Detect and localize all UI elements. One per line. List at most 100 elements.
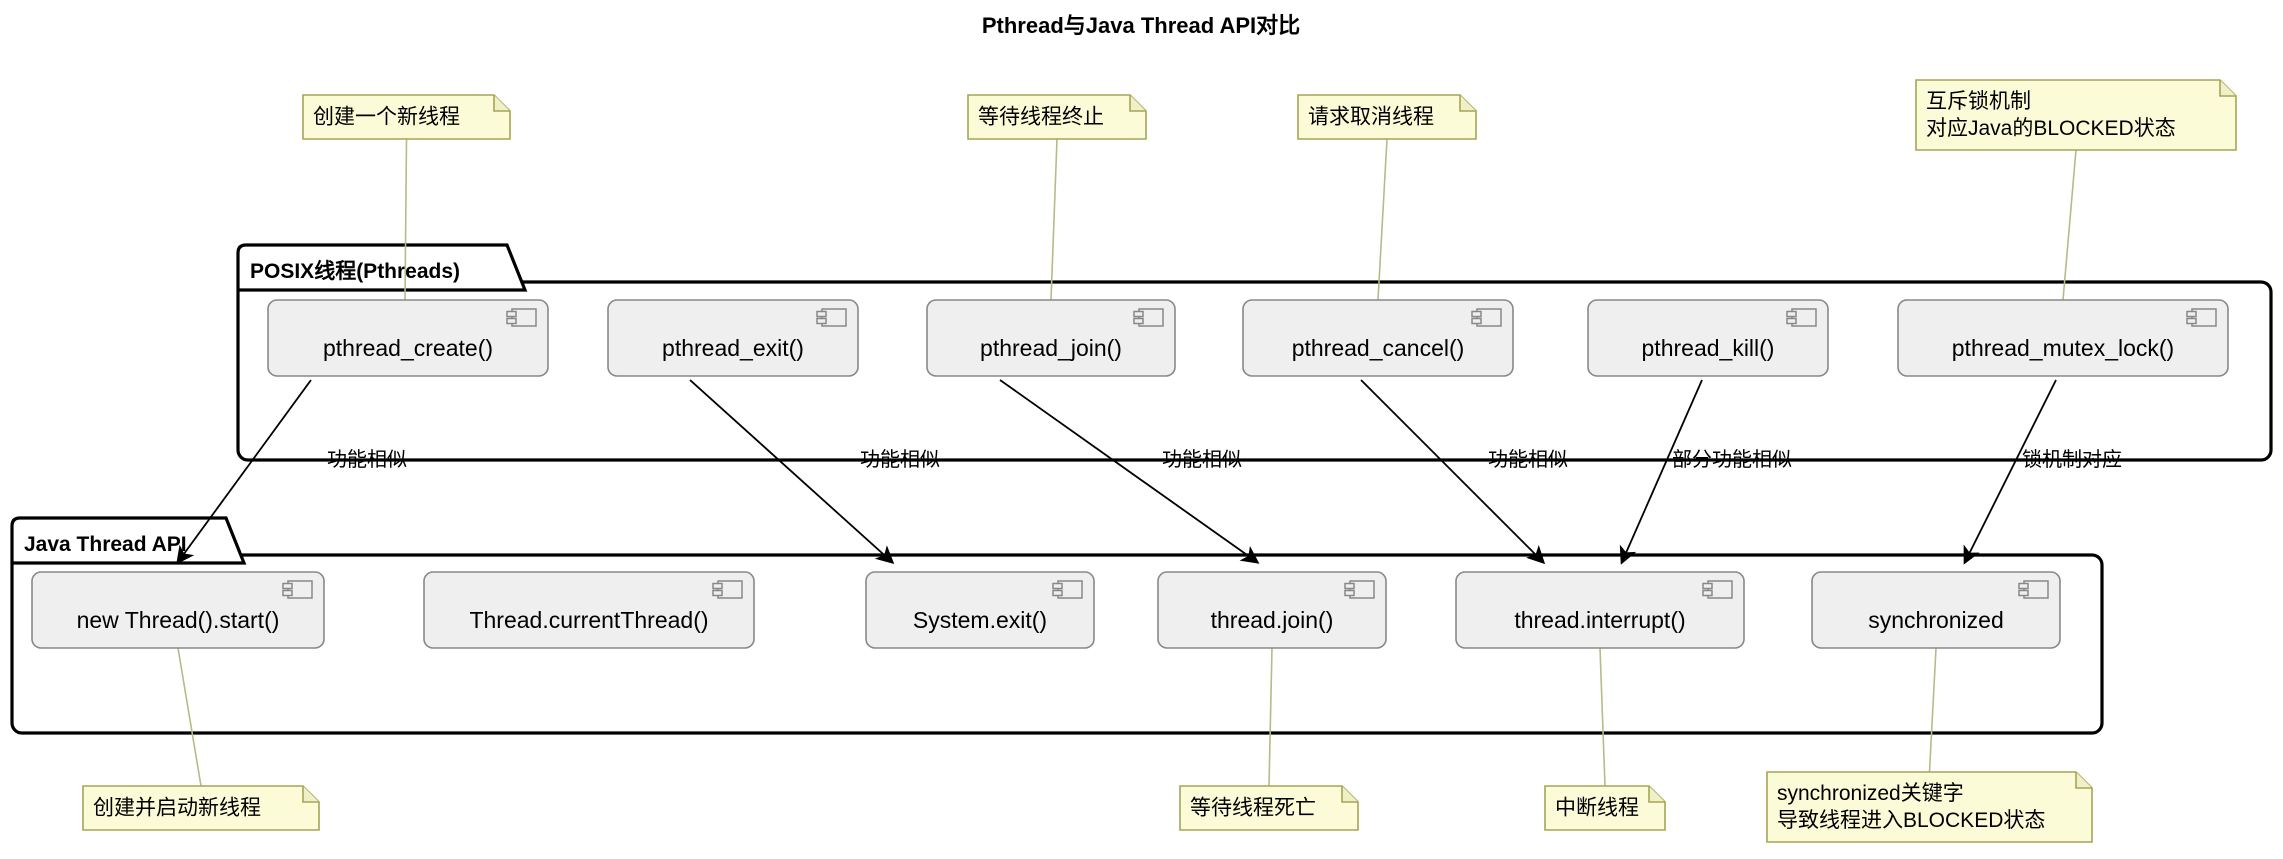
- component-icon: [1052, 580, 1083, 599]
- component-pthread_exit[interactable]: pthread_exit(): [607, 299, 859, 377]
- assoc-create-to-start: 功能相似: [176, 379, 407, 565]
- component-synchronized[interactable]: synchronized: [1811, 571, 2061, 649]
- note-wait-thread-terminate: 等待线程终止: [967, 94, 1147, 140]
- note-text-line: 等待线程死亡: [1190, 797, 1316, 820]
- component-icon: [2186, 308, 2217, 327]
- package-posix: POSIX线程(Pthreads): [236, 243, 2273, 462]
- page-title: Pthread与Java Thread API对比: [982, 13, 1300, 38]
- component-icon: [2018, 580, 2049, 599]
- note-text-line: 导致线程进入BLOCKED状态: [1777, 809, 2045, 832]
- package-body: [10, 553, 2104, 735]
- component-icon: [506, 308, 537, 327]
- note-text-line: 等待线程终止: [978, 106, 1104, 129]
- note-request-cancel-thread: 请求取消线程: [1297, 94, 1477, 140]
- association-label: 部分功能相似: [1672, 448, 1792, 471]
- note-connector-note-wait-thread-death: [1268, 647, 1273, 787]
- component-label: synchronized: [1868, 607, 2004, 633]
- component-thread_interrupt[interactable]: thread.interrupt(): [1455, 571, 1745, 649]
- package-body: [236, 280, 2273, 462]
- note-fold-corner: [1648, 786, 1665, 803]
- note-text-line: 请求取消线程: [1308, 106, 1434, 129]
- note-connector-note-synchronized-blocked: [1928, 647, 1937, 773]
- component-icon: [1133, 308, 1164, 327]
- component-label: pthread_kill(): [1642, 335, 1775, 361]
- component-label: pthread_exit(): [662, 335, 804, 361]
- component-system_exit[interactable]: System.exit(): [865, 571, 1095, 649]
- component-pthread_cancel[interactable]: pthread_cancel(): [1242, 299, 1514, 377]
- association-line: [1360, 379, 1546, 565]
- component-label: System.exit(): [913, 607, 1047, 633]
- note-fold-corner: [1459, 95, 1476, 112]
- note-connector-note-interrupt-thread: [1599, 647, 1606, 787]
- note-body: [1179, 785, 1359, 831]
- association-label: 功能相似: [860, 448, 940, 471]
- component-label: pthread_mutex_lock(): [1952, 335, 2174, 361]
- associations-group: 功能相似 功能相似 功能相似 功能相似 部分功能相似 锁机制对应: [176, 379, 2122, 565]
- package-label-java: Java Thread API: [24, 533, 187, 556]
- component-box[interactable]: [1157, 571, 1387, 649]
- note-fold-corner: [1341, 786, 1358, 803]
- association-label: 锁机制对应: [2022, 448, 2122, 471]
- note-body: [967, 94, 1147, 140]
- component-new_thread_start[interactable]: new Thread().start(): [31, 571, 325, 649]
- components-group: pthread_create() pthread_exit() pthread_jo…: [31, 299, 2229, 649]
- assoc-join-to-threadjoin: 功能相似: [999, 379, 1260, 564]
- component-box[interactable]: [607, 299, 859, 377]
- note-body: [1544, 785, 1666, 831]
- component-label: new Thread().start(): [77, 607, 280, 633]
- component-box[interactable]: [1811, 571, 2061, 649]
- component-thread_current[interactable]: Thread.currentThread(): [423, 571, 755, 649]
- note-create-start-thread: 创建并启动新线程: [82, 785, 320, 831]
- component-icon: [1344, 580, 1375, 599]
- note-text-line: 创建一个新线程: [313, 106, 460, 129]
- note-fold-corner: [493, 95, 510, 112]
- component-pthread_create[interactable]: pthread_create(): [267, 299, 549, 377]
- association-label: 功能相似: [1162, 448, 1242, 471]
- note-fold-corner: [2219, 80, 2236, 97]
- component-icon: [1702, 580, 1733, 599]
- component-pthread_mutex_lock[interactable]: pthread_mutex_lock(): [1897, 299, 2229, 377]
- component-label: pthread_create(): [323, 335, 493, 361]
- component-thread_join[interactable]: thread.join(): [1157, 571, 1387, 649]
- assoc-mutex-to-sync: 锁机制对应: [1963, 379, 2122, 565]
- component-box[interactable]: [1897, 299, 2229, 377]
- component-box[interactable]: [865, 571, 1095, 649]
- note-connector-note-create-start-thread: [177, 647, 202, 787]
- notes-group: 创建一个新线程 等待线程终止 请求取消线程 互斥锁机制对应Java的BLOCKED状态…: [82, 79, 2237, 843]
- assoc-exit-to-systemexit: 功能相似: [689, 379, 940, 565]
- note-text-line: 对应Java的BLOCKED状态: [1926, 117, 2176, 140]
- component-icon: [816, 308, 847, 327]
- note-body: [1915, 79, 2237, 151]
- note-connector-note-mutex-blocked: [2062, 149, 2077, 301]
- association-line: [999, 379, 1260, 564]
- note-fold-corner: [302, 786, 319, 803]
- note-connector-note-create-thread: [404, 138, 408, 301]
- note-wait-thread-death: 等待线程死亡: [1179, 785, 1359, 831]
- component-box[interactable]: [1587, 299, 1829, 377]
- note-body: [82, 785, 320, 831]
- component-box[interactable]: [267, 299, 549, 377]
- association-line: [176, 379, 312, 565]
- component-box[interactable]: [1242, 299, 1514, 377]
- note-links-group: [177, 138, 2077, 787]
- component-icon: [1471, 308, 1502, 327]
- component-label: thread.join(): [1211, 607, 1334, 633]
- note-fold-corner: [2075, 772, 2092, 789]
- component-box[interactable]: [423, 571, 755, 649]
- note-text-line: 创建并启动新线程: [93, 797, 261, 820]
- component-box[interactable]: [1455, 571, 1745, 649]
- package-tab: [236, 243, 528, 292]
- association-line: [1619, 379, 1703, 565]
- component-pthread_kill[interactable]: pthread_kill(): [1587, 299, 1829, 377]
- association-label: 功能相似: [1488, 448, 1568, 471]
- component-box[interactable]: [926, 299, 1176, 377]
- association-line: [1963, 379, 2057, 565]
- component-box[interactable]: [31, 571, 325, 649]
- component-label: Thread.currentThread(): [469, 607, 708, 633]
- note-text-line: synchronized关键字: [1777, 782, 1964, 805]
- component-pthread_join[interactable]: pthread_join(): [926, 299, 1176, 377]
